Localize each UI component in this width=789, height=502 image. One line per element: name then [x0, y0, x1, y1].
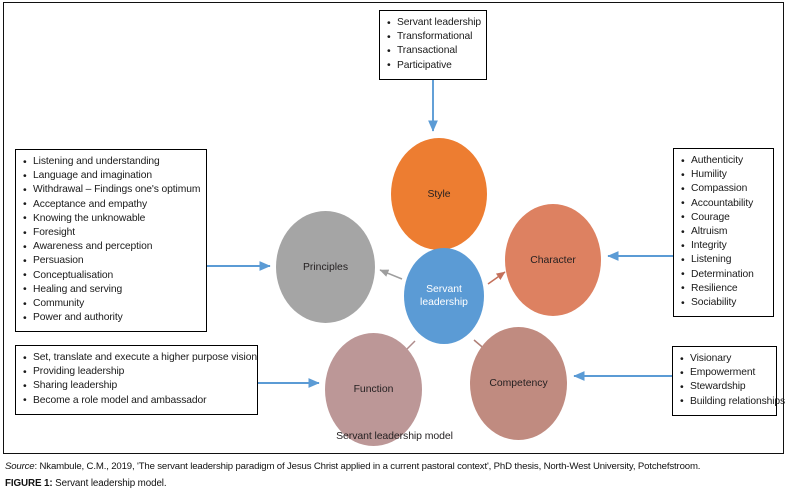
style-items: Servant leadershipTransformationalTransa… [387, 15, 481, 73]
list-item: Authenticity [681, 153, 766, 168]
node-competency-label: Competency [489, 378, 548, 389]
list-item: Compassion [681, 182, 766, 196]
diagram-stage: Style Character Competency Function Prin… [4, 3, 785, 455]
figure-frame: Style Character Competency Function Prin… [3, 2, 785, 455]
node-style[interactable]: Style [391, 138, 487, 250]
list-item: Servant leadership [387, 15, 481, 30]
list-item: Language and imagination [23, 169, 199, 183]
list-item: Stewardship [680, 380, 769, 394]
box-style-list: Servant leadershipTransformationalTransa… [379, 10, 487, 80]
character-items: AuthenticityHumilityCompassionAccountabi… [681, 153, 766, 310]
figure-caption-block: Source: Nkambule, C.M., 2019, 'The serva… [5, 460, 785, 490]
model-label: Servant leadership model [336, 430, 453, 442]
source-text: : Nkambule, C.M., 2019, 'The servant lea… [34, 461, 701, 472]
list-item: Empowerment [680, 366, 769, 380]
list-item: Resilience [681, 281, 766, 296]
node-function-label: Function [353, 384, 394, 395]
list-item: Providing leadership [23, 365, 250, 379]
figure-title-line: FIGURE 1: Servant leadership model. [5, 477, 785, 490]
list-item: Determination [681, 267, 766, 282]
list-item: Persuasion [23, 254, 199, 268]
list-item: Sharing leadership [23, 379, 250, 393]
list-item: Transactional [387, 44, 479, 58]
list-item: Set, translate and execute a higher purp… [23, 350, 257, 365]
list-item: Awareness and perception [23, 240, 199, 254]
list-item: Knowing the unknowable [23, 211, 199, 226]
list-item: Transformational [387, 30, 479, 44]
node-principles-label: Principles [302, 261, 349, 273]
list-item: Become a role model and ambassador [23, 393, 250, 408]
list-item: Community [23, 297, 199, 311]
list-item: Power and authority [23, 311, 199, 325]
list-item: Integrity [681, 239, 766, 253]
source-line: Source: Nkambule, C.M., 2019, 'The serva… [5, 460, 785, 473]
node-character[interactable]: Character [505, 204, 601, 316]
list-item: Foresight [23, 226, 199, 240]
node-function[interactable]: Function [325, 333, 422, 446]
figure-title-text: Servant leadership model. [55, 478, 167, 489]
figure-number: FIGURE 1: [5, 478, 53, 489]
node-style-label: Style [427, 188, 451, 200]
node-competency[interactable]: Competency [470, 327, 567, 440]
function-items: Set, translate and execute a higher purp… [23, 350, 257, 408]
list-item: Courage [681, 210, 766, 225]
list-item: Listening and understanding [23, 154, 199, 169]
list-item: Acceptance and empathy [23, 197, 199, 212]
box-function-list: Set, translate and execute a higher purp… [15, 345, 258, 415]
source-label: Source [5, 461, 35, 472]
list-item: Accountability [681, 196, 766, 211]
list-item: Sociability [681, 296, 766, 310]
list-item: Visionary [680, 351, 769, 366]
principles-items: Listening and understandingLanguage and … [23, 154, 200, 325]
node-character-label: Character [530, 254, 576, 266]
list-item: Listening [681, 253, 766, 267]
list-item: Conceptualisation [23, 268, 199, 283]
competency-items: VisionaryEmpowermentStewardshipBuilding … [680, 351, 785, 409]
list-item: Altruism [681, 225, 766, 239]
list-item: Withdrawal – Findings one's optimum [23, 183, 200, 197]
list-item: Participative [387, 58, 479, 73]
list-item: Healing and serving [23, 282, 199, 297]
node-servant-leadership[interactable]: Servant leadership [404, 248, 484, 344]
node-principles[interactable]: Principles [276, 211, 375, 323]
box-competency-list: VisionaryEmpowermentStewardshipBuilding … [672, 346, 785, 416]
list-item: Building relationships [680, 394, 785, 409]
box-character-list: AuthenticityHumilityCompassionAccountabi… [673, 148, 774, 318]
node-center-label: Servant leadership [420, 284, 468, 308]
box-principles-list: Listening and understandingLanguage and … [15, 149, 207, 333]
list-item: Humility [681, 168, 766, 182]
